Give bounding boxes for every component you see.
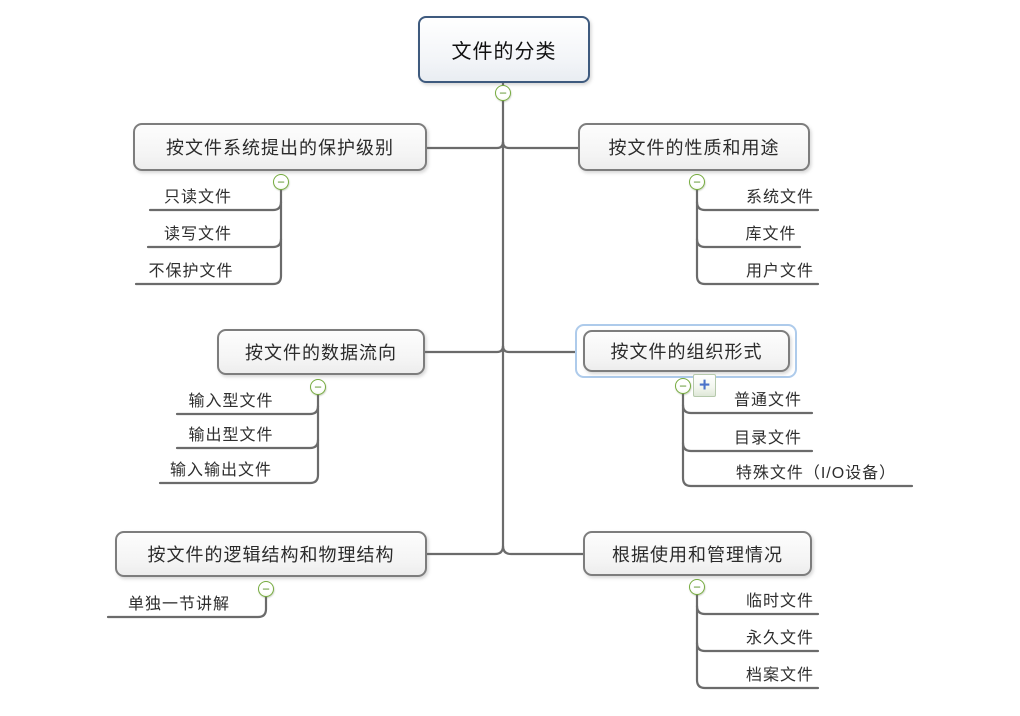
minus-glyph: − [277, 174, 285, 189]
subtopic[interactable]: 目录文件 [733, 430, 802, 447]
branch1-stem [134, 180, 283, 286]
subtopic[interactable]: 档案文件 [745, 667, 814, 684]
minus-glyph: − [693, 579, 701, 594]
branch-organization-form[interactable]: 按文件的组织形式 [583, 330, 790, 372]
connector-row2-left [423, 344, 505, 354]
subtopic[interactable]: 系统文件 [745, 189, 814, 206]
branch-data-flow[interactable]: 按文件的数据流向 [217, 329, 425, 375]
subtopic[interactable]: 普通文件 [733, 392, 802, 409]
subtopic[interactable]: 永久文件 [745, 630, 814, 647]
subtopic[interactable]: 不保护文件 [148, 263, 234, 280]
subtopic[interactable]: 单独一节讲解 [127, 596, 230, 613]
branch2-child2-line [695, 237, 802, 249]
collapse-icon[interactable]: − [273, 174, 289, 190]
collapse-icon[interactable]: − [675, 378, 691, 394]
branch3-stem [158, 385, 320, 485]
spine-line [425, 81, 505, 556]
branch4-child2-line [681, 441, 814, 453]
add-subtopic-button[interactable]: + [693, 374, 716, 397]
plus-icon: + [698, 375, 711, 396]
subtopic[interactable]: 只读文件 [163, 189, 232, 206]
connector-row1-left [425, 140, 505, 150]
branch1-child2-line [146, 237, 283, 249]
subtopic[interactable]: 输出型文件 [188, 427, 274, 444]
minus-glyph: − [679, 378, 687, 393]
branch2-child1-line [695, 200, 820, 212]
branch-logical-physical-structure[interactable]: 按文件的逻辑结构和物理结构 [115, 531, 427, 577]
collapse-icon[interactable]: − [689, 174, 705, 190]
collapse-icon[interactable]: − [258, 581, 274, 597]
branch-nature-usage[interactable]: 按文件的性质和用途 [578, 123, 810, 171]
branch-usage-management[interactable]: 根据使用和管理情况 [583, 531, 812, 576]
root-topic[interactable]: 文件的分类 [418, 16, 590, 83]
branch4-child1-line [681, 403, 814, 415]
collapse-icon[interactable]: − [495, 85, 511, 101]
connector-row1-right [501, 140, 580, 150]
branch2-stem [695, 180, 820, 286]
connector-row2-right [501, 344, 577, 354]
branch6-child1-line [695, 604, 820, 616]
subtopic[interactable]: 临时文件 [745, 593, 814, 610]
branch-protection-level[interactable]: 按文件系统提出的保护级别 [133, 123, 427, 171]
minus-glyph: − [693, 174, 701, 189]
branch1-child1-line [148, 200, 283, 212]
subtopic[interactable]: 库文件 [745, 226, 797, 243]
collapse-icon[interactable]: − [689, 579, 705, 595]
minus-glyph: − [499, 85, 507, 100]
subtopic[interactable]: 输入型文件 [188, 393, 274, 410]
branch4-stem [681, 384, 914, 488]
branch5-stem [106, 587, 268, 619]
branch3-child1-line [175, 404, 320, 416]
subtopic[interactable]: 输入输出文件 [169, 462, 272, 479]
minus-glyph: − [262, 581, 270, 596]
branch6-child2-line [695, 641, 820, 653]
subtopic[interactable]: 用户文件 [745, 263, 814, 280]
spine-bottom-right [501, 544, 585, 556]
collapse-icon[interactable]: − [310, 379, 326, 395]
selection-outline: 按文件的组织形式 [575, 324, 797, 378]
branch3-child2-line [175, 438, 320, 450]
branch6-stem [695, 585, 820, 690]
minus-glyph: − [314, 379, 322, 394]
subtopic[interactable]: 读写文件 [163, 226, 232, 243]
subtopic[interactable]: 特殊文件（I/O设备） [735, 465, 897, 482]
